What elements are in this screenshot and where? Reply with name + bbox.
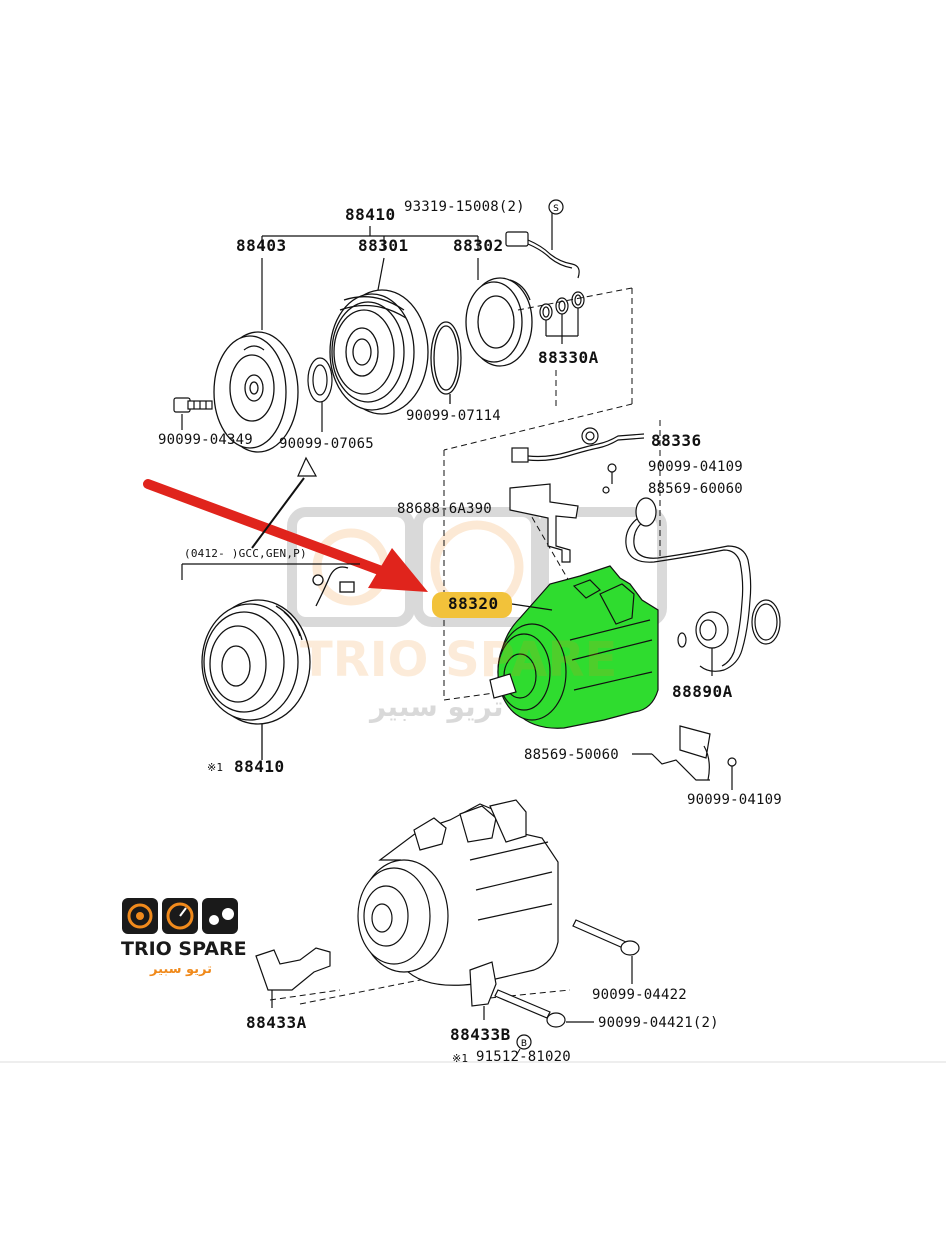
logo-arabic-text: تريو سبير: [150, 962, 213, 977]
label-88336: 88336: [651, 431, 702, 450]
trio-spare-logo: [122, 898, 238, 934]
label-88890A: 88890A: [672, 682, 733, 701]
note-mark-2: ※1: [452, 1052, 469, 1065]
bolt-small: [602, 463, 617, 494]
label-88433B: 88433B: [450, 1025, 511, 1044]
top-group-bracket: [261, 226, 479, 330]
label-88569-50060: 88569-50060: [524, 747, 619, 763]
s-mark-icon: S: [548, 199, 564, 215]
part-88410-clutch-assembly: [201, 566, 355, 760]
red-pointer-arrow-icon: [143, 479, 428, 592]
label-88688-6A390: 88688-6A390: [397, 501, 492, 517]
part-88301-pulley: [329, 289, 429, 415]
part-88688-6A390-bracket: [509, 483, 579, 563]
label-90099-04349: 90099-04349: [158, 432, 253, 448]
part-90099-07065-shim: [307, 357, 333, 432]
part-90099-04422-bolt: [572, 919, 640, 984]
part-88302-stator-coil: [465, 277, 533, 367]
watermark-brand-text: TRIO SPARE: [300, 632, 618, 688]
variant-group-bracket: [181, 456, 360, 580]
part-88890A-valve: [677, 611, 729, 676]
label-88569-60060: 88569-60060: [648, 481, 743, 497]
label-90099-07114: 90099-07114: [406, 408, 501, 424]
label-93319-15008: 93319-15008(2): [404, 199, 525, 215]
part-90099-04421-bolt: [494, 989, 594, 1028]
highlight-88320: [432, 592, 512, 618]
label-88403: 88403: [236, 236, 287, 255]
part-88403-clutch-hub: [213, 331, 299, 453]
label-88330A: 88330A: [538, 348, 599, 367]
part-88336-sensor-harness: [511, 427, 645, 463]
label-90099-04422: 90099-04422: [592, 987, 687, 1003]
part-88433B-bracket: [469, 961, 497, 1020]
label-88320: 88320: [448, 594, 499, 613]
logo-brand-text: TRIO SPARE: [121, 938, 247, 960]
part-90099-04349-bolt: [173, 397, 213, 430]
label-88301: 88301: [358, 236, 409, 255]
part-90099-07114-snap-ring: [430, 321, 462, 404]
part-88569-50060-wire: [632, 725, 737, 790]
compressor-line-art: [357, 799, 559, 986]
label-88410-top: 88410: [345, 205, 396, 224]
watermark-arabic-text: تريو سبير: [370, 690, 504, 723]
part-88320-compressor-highlighted: [489, 565, 659, 729]
label-88410-bottom: 88410: [234, 757, 285, 776]
svg-text:S: S: [553, 204, 559, 214]
label-variant-note: (0412- )GCC,GEN,P): [184, 547, 307, 560]
label-88302: 88302: [453, 236, 504, 255]
part-88330A-shims: [539, 291, 585, 344]
svg-text:B: B: [521, 1039, 527, 1049]
label-91512-81020: 91512-81020: [476, 1049, 571, 1065]
coil-wire-connector: [505, 212, 580, 279]
note-mark-1: ※1: [207, 761, 224, 774]
label-90099-04421: 90099-04421(2): [598, 1015, 719, 1031]
part-88433A-bracket: [255, 947, 331, 1008]
leader-88320: [511, 603, 553, 611]
label-90099-07065: 90099-07065: [279, 436, 374, 452]
part-pressure-hose: [625, 497, 781, 672]
b-mark-icon: B: [515, 1034, 532, 1057]
label-90099-04109-b: 90099-04109: [687, 792, 782, 808]
label-90099-04109-a: 90099-04109: [648, 459, 743, 475]
label-88433A: 88433A: [246, 1013, 307, 1032]
